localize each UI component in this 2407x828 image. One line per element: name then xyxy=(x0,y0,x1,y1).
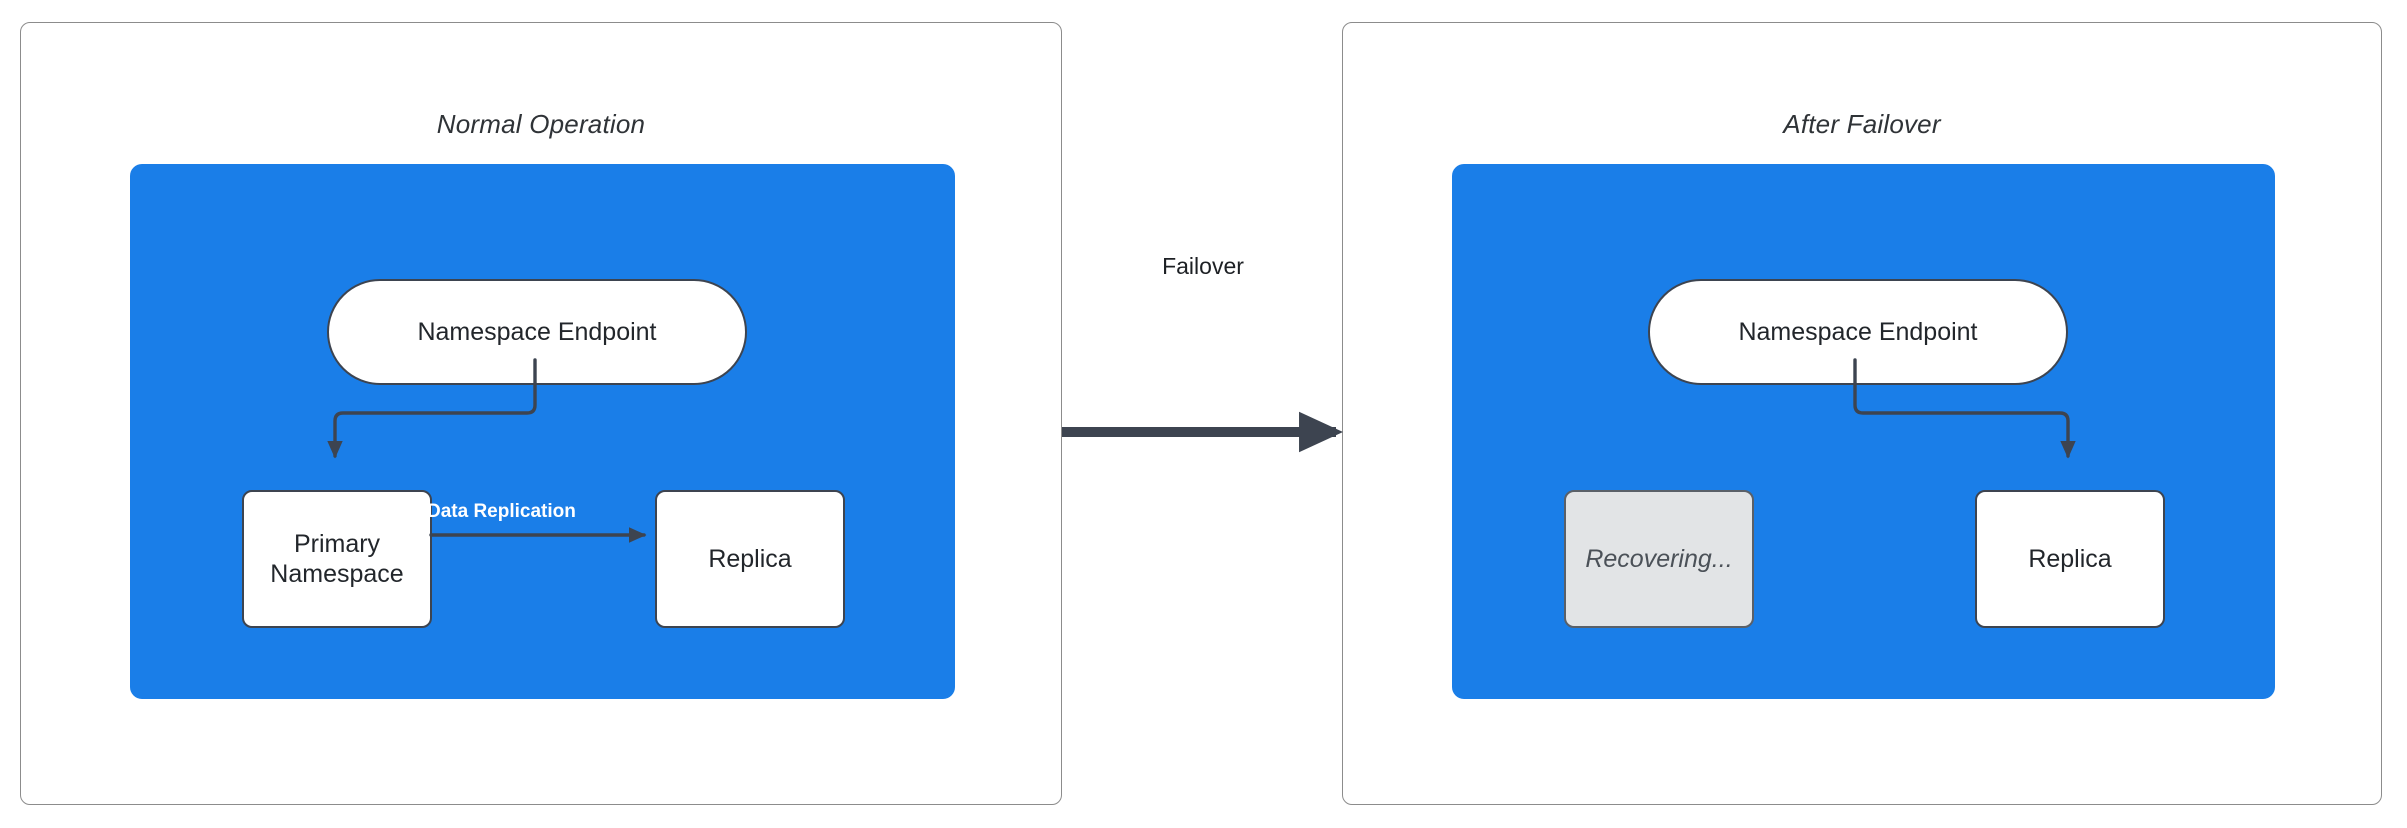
edge-label-failover: Failover xyxy=(1162,253,1244,279)
panel-title-after-failover: After Failover xyxy=(1783,109,1941,139)
node-label-line1: Primary xyxy=(293,529,381,558)
node-replica-left[interactable]: Replica xyxy=(655,490,845,628)
cluster-box-normal-operation: Namespace Endpoint Primary Namespace Rep… xyxy=(130,164,955,699)
node-replica-right[interactable]: Replica xyxy=(1975,490,2165,628)
node-label: Replica xyxy=(2028,544,2112,573)
node-namespace-endpoint-right[interactable]: Namespace Endpoint xyxy=(1648,279,2068,385)
edge-label-data-replication: Data Replication xyxy=(427,501,576,522)
panel-title-normal-operation: Normal Operation xyxy=(436,109,646,139)
node-label: Namespace Endpoint xyxy=(1738,317,1978,346)
node-label: Primary Namespace xyxy=(270,529,403,590)
node-label: Replica xyxy=(708,544,792,573)
panel-after-failover: After Failover Namespace Endpoint Recove… xyxy=(1342,22,2382,805)
node-primary-namespace[interactable]: Primary Namespace xyxy=(242,490,432,628)
cluster-box-after-failover: Namespace Endpoint Recovering... Replica xyxy=(1452,164,2275,699)
node-namespace-endpoint-left[interactable]: Namespace Endpoint xyxy=(327,279,747,385)
panel-normal-operation: Normal Operation Namespace Endpoint Prim… xyxy=(20,22,1062,805)
node-label: Namespace Endpoint xyxy=(417,317,657,346)
node-label-line2: Namespace xyxy=(270,560,404,588)
node-recovering[interactable]: Recovering... xyxy=(1564,490,1754,628)
node-label: Recovering... xyxy=(1585,544,1733,573)
